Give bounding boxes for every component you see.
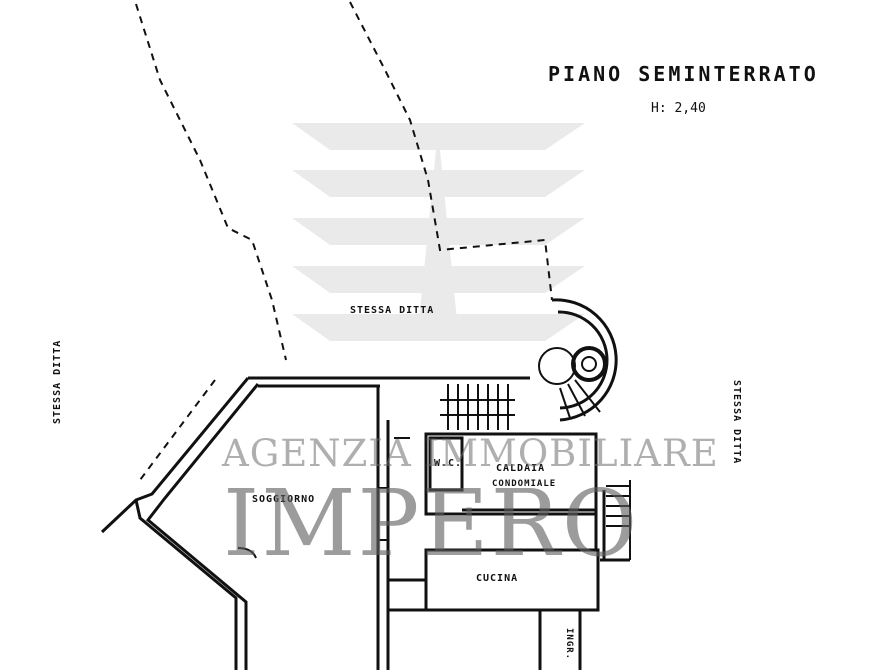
- label-stessa-ditta-right: STESSA DITTA: [731, 380, 742, 465]
- label-stessa-ditta-top: STESSA DITTA: [350, 305, 435, 316]
- label-wc: W.C.: [434, 458, 463, 469]
- label-ingresso: INGR.: [564, 628, 574, 661]
- label-soggiorno: SOGGIORNO: [252, 494, 316, 505]
- watermark-brand: IMPERO: [223, 470, 640, 577]
- label-stessa-ditta-left: STESSA DITTA: [52, 339, 63, 424]
- label-caldaia: CALDAIA: [496, 463, 546, 474]
- watermark-agency: AGENZIA IMMOBILIARE: [222, 432, 719, 475]
- label-cucina: CUCINA: [476, 573, 519, 584]
- spiral-stair: [538, 346, 607, 419]
- external-stair: [606, 480, 631, 560]
- ceiling-height: H: 2,40: [651, 101, 706, 116]
- walls: [100, 298, 630, 670]
- staircase: [440, 384, 515, 430]
- tower-logo-icon: [292, 123, 585, 341]
- property-boundary: [135, 1, 553, 481]
- door-marks: [237, 437, 410, 559]
- label-caldaia-line2: CONDOMIALE: [492, 479, 557, 489]
- plan-title: PIANO SEMINTERRATO: [548, 62, 819, 86]
